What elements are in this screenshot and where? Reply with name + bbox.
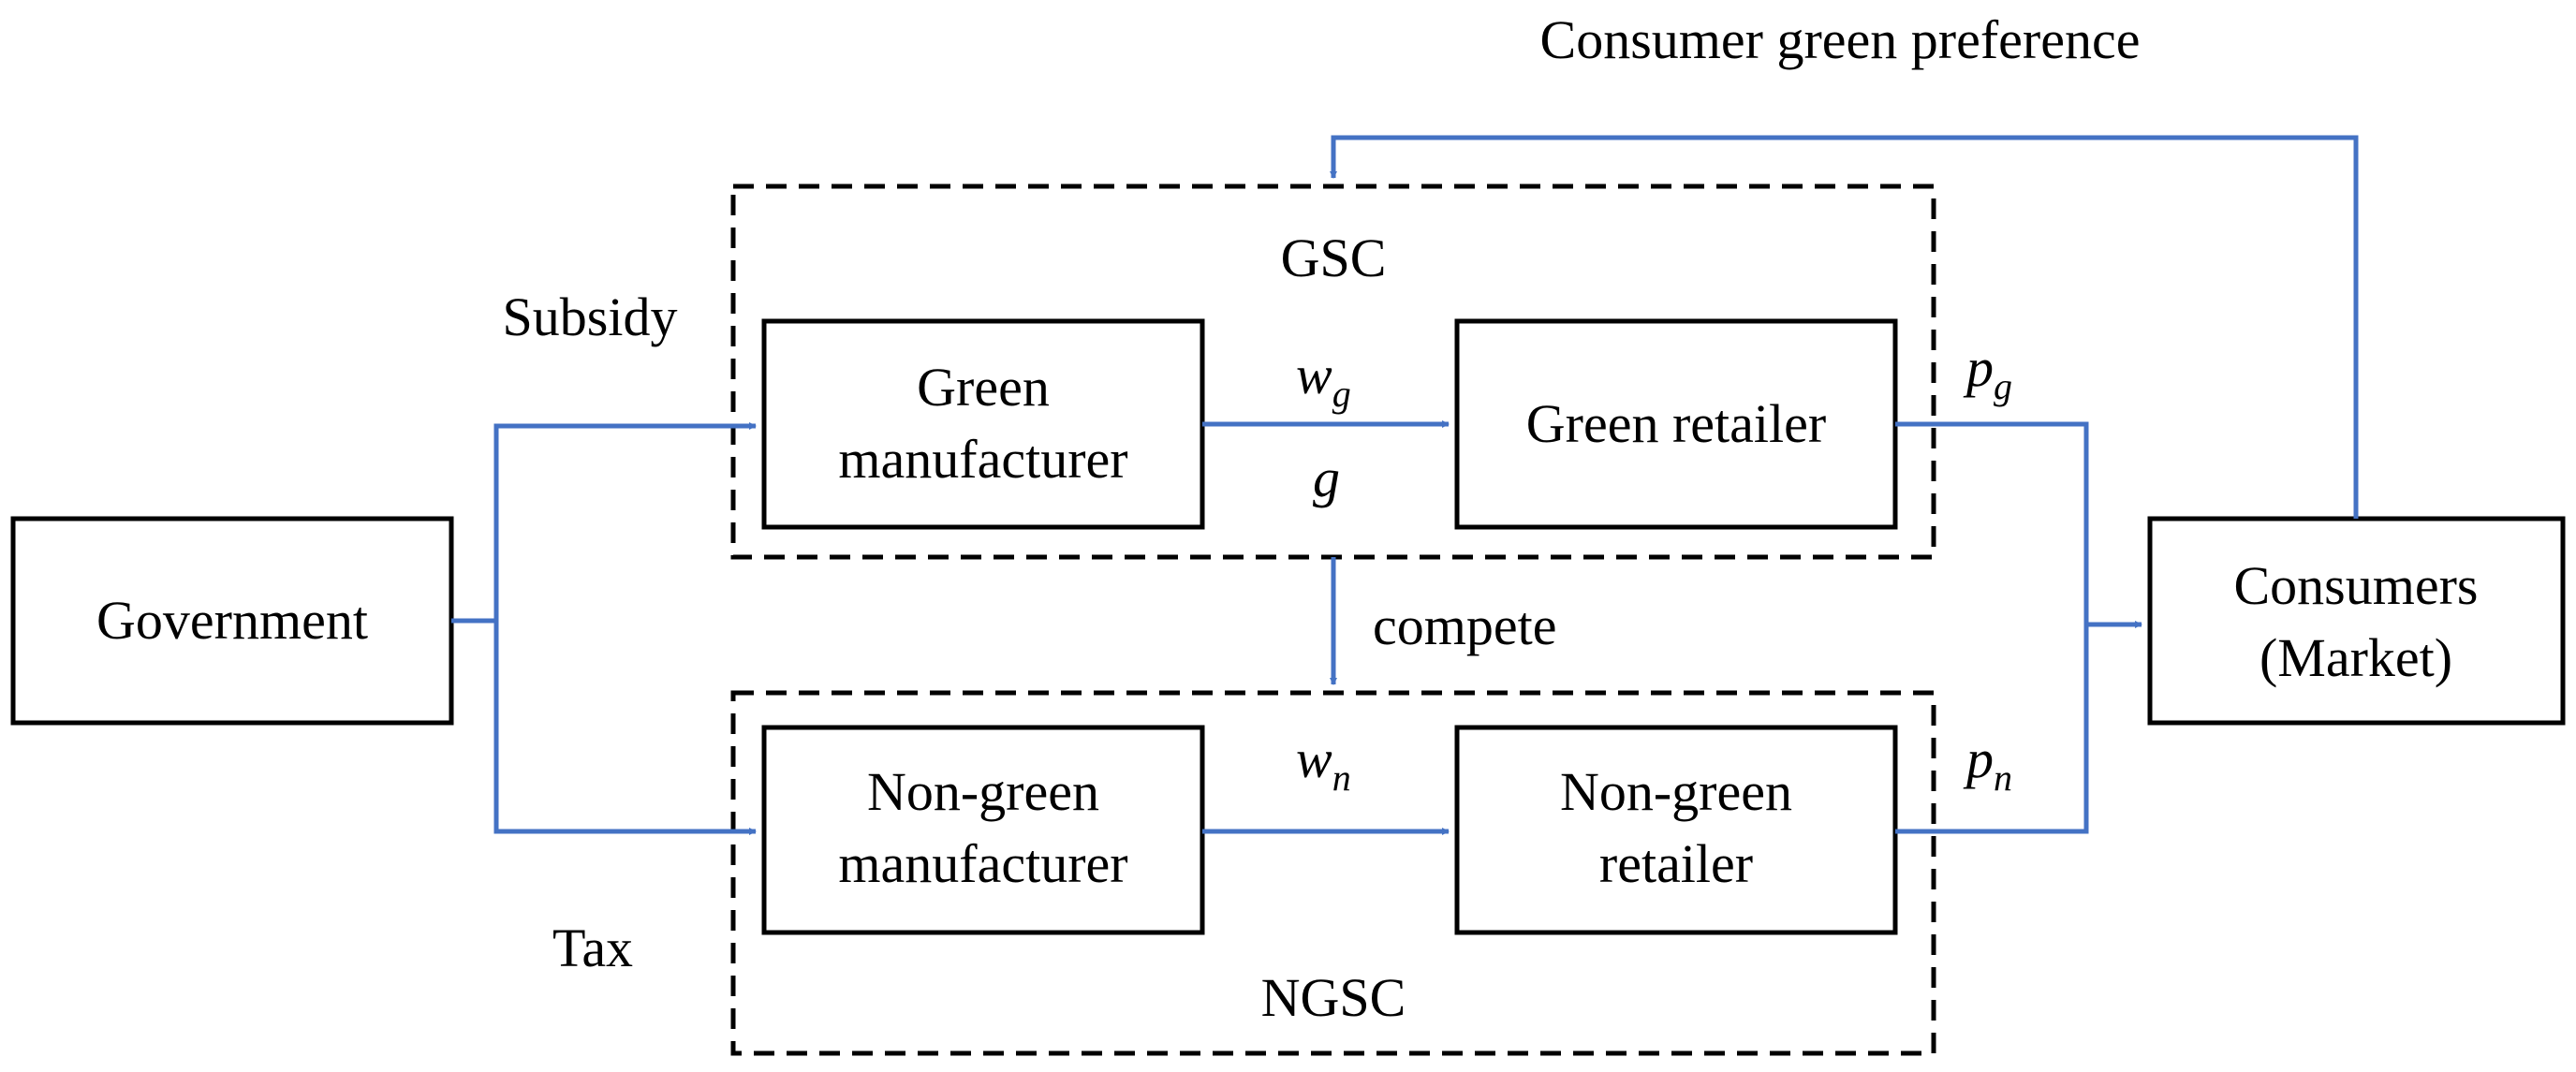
compete-label: compete — [1373, 595, 1556, 656]
consumers-label-line1: Consumers — [2234, 555, 2479, 616]
green-manufacturer-box — [761, 318, 1205, 530]
green-price-connector — [1895, 421, 2089, 834]
green-manufacturer-label-line1: Green — [917, 357, 1050, 418]
g-label: g — [1313, 448, 1340, 508]
tax-arrow — [493, 621, 757, 835]
connectors — [451, 135, 2359, 835]
green-preference-arrow — [1330, 135, 2359, 519]
consumers-label-line2: (Market) — [2260, 627, 2452, 688]
pn-label: pn — [1963, 728, 2012, 799]
wg-label: wg — [1296, 345, 1351, 415]
green-retailer-label: Green retailer — [1526, 393, 1826, 454]
subsidy-arrow — [493, 422, 757, 621]
subsidy-label: Subsidy — [503, 286, 678, 347]
nongreen-retailer-label-line2: retailer — [1599, 833, 1753, 894]
nongreen-manufacturer-box — [761, 725, 1205, 935]
nongreen-manufacturer-label-line2: manufacturer — [838, 833, 1127, 894]
tax-label: Tax — [552, 918, 633, 978]
nongreen-manufacturer-label-line1: Non-green — [867, 761, 1099, 822]
green-manufacturer-label-line2: manufacturer — [838, 429, 1127, 490]
nongreen-retailer-box — [1454, 725, 1898, 935]
nongreen-retailer-label-line1: Non-green — [1560, 761, 1792, 822]
ngsc-label: NGSC — [1261, 967, 1406, 1028]
green-retailer-box — [1454, 318, 1898, 530]
government-label: Government — [96, 590, 368, 651]
ngsc-group-box — [730, 690, 1936, 1056]
government-box — [10, 516, 454, 726]
consumers-box — [2147, 516, 2566, 726]
gsc-label: GSC — [1281, 228, 1387, 288]
diagram-title: Consumer green preference — [1540, 9, 2141, 70]
pg-label: pg — [1963, 337, 2012, 407]
wn-label: wn — [1296, 728, 1351, 799]
